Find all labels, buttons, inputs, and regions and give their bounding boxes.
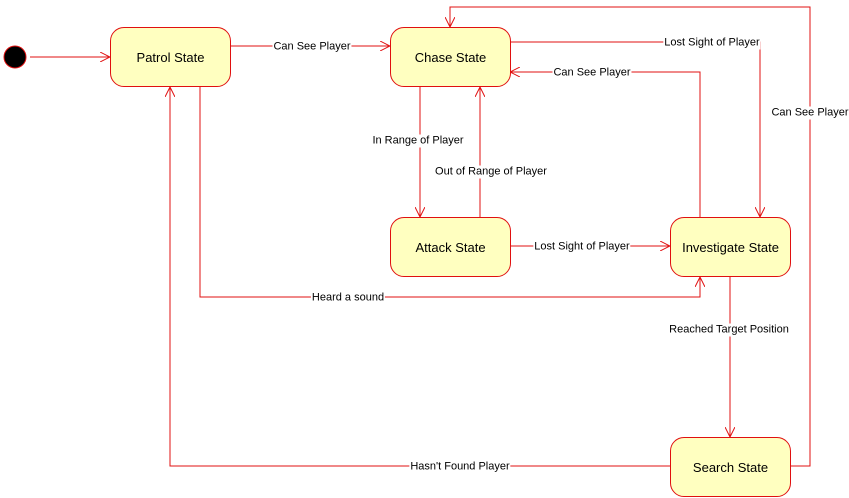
state-attack-label: Attack State: [415, 239, 486, 255]
state-search[interactable]: Search State: [670, 437, 791, 497]
initial-state-dot: [3, 45, 27, 69]
edge-patrol-to-investigate: [199, 87, 700, 298]
label-investigate-to-chase: Can See Player: [552, 66, 632, 80]
state-search-label: Search State: [692, 459, 769, 475]
state-chase[interactable]: Chase State: [390, 27, 511, 87]
label-search-to-patrol: Hasn't Found Player: [409, 460, 511, 474]
edge-investigate-to-chase: [510, 72, 701, 217]
label-search-to-chase: Can See Player: [770, 106, 849, 120]
state-investigate-label: Investigate State: [682, 239, 779, 255]
edge-search-to-chase: [450, 6, 811, 467]
label-attack-to-chase: Out of Range of Player: [434, 165, 548, 179]
label-patrol-to-chase: Can See Player: [272, 40, 352, 54]
state-attack[interactable]: Attack State: [390, 217, 511, 277]
label-patrol-to-investigate: Heard a sound: [310, 291, 386, 305]
label-attack-to-investigate: Lost Sight of Player: [533, 240, 631, 254]
label-chase-to-attack: In Range of Player: [371, 134, 465, 148]
state-investigate[interactable]: Investigate State: [670, 217, 791, 277]
edge-chase-to-investigate: [510, 41, 760, 217]
label-investigate-to-search: Reached Target Position: [668, 323, 790, 337]
state-chase-label: Chase State: [414, 49, 487, 65]
state-patrol[interactable]: Patrol State: [110, 27, 231, 87]
label-chase-to-investigate: Lost Sight of Player: [663, 36, 761, 50]
state-patrol-label: Patrol State: [136, 49, 205, 65]
